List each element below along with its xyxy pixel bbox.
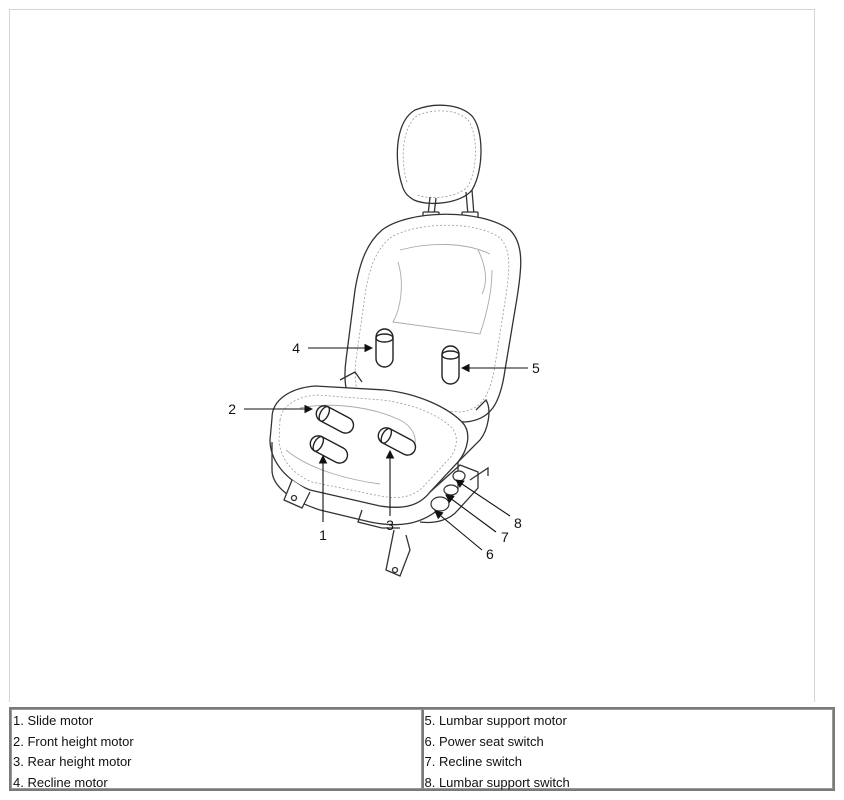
legend-table: 1. Slide motor 2. Front height motor 3. … <box>9 707 835 791</box>
callout-3: 3 <box>386 517 394 533</box>
legend-item: 2. Front height motor <box>13 733 134 749</box>
callout-8: 8 <box>514 515 522 531</box>
legend-column-right: 5. Lumbar support motor 6. Power seat sw… <box>421 709 833 790</box>
legend-item: 8. Lumbar support switch <box>424 774 570 790</box>
front-height-motor-icon <box>315 405 355 434</box>
callout-4: 4 <box>292 340 300 356</box>
legend-item: 3. Rear height motor <box>13 754 132 769</box>
rear-height-motor-icon <box>377 427 417 456</box>
seat-switches <box>430 470 466 512</box>
seat-side-panel <box>283 398 490 577</box>
legend-item: 7. Recline switch <box>424 754 523 769</box>
legend-item: 5. Lumbar support motor <box>424 713 567 728</box>
callout-6: 6 <box>486 546 494 562</box>
power-seat-switch-icon <box>430 496 450 512</box>
seat-diagram-frame: 4 5 2 1 3 6 7 8 <box>9 9 815 702</box>
legend-column-left: 1. Slide motor 2. Front height motor 3. … <box>11 709 422 790</box>
legend-item: 6. Power seat switch <box>424 733 544 749</box>
leader-lines <box>244 343 528 551</box>
headrest <box>396 104 482 220</box>
callout-7: 7 <box>501 529 509 545</box>
lumbar-support-motor-icon <box>441 345 460 385</box>
recline-motor-icon <box>375 328 394 368</box>
seat-back <box>344 213 522 423</box>
callout-1: 1 <box>319 527 327 543</box>
power-seat-diagram: 4 5 2 1 3 6 7 8 <box>228 104 540 577</box>
legend-item: 4. Recline motor <box>13 774 108 790</box>
seat-motors <box>309 328 460 464</box>
callout-2: 2 <box>228 401 236 417</box>
recline-switch-icon <box>443 484 459 496</box>
callout-5: 5 <box>532 360 540 376</box>
lumbar-support-switch-icon <box>452 470 466 482</box>
legend-item: 1. Slide motor <box>13 713 94 728</box>
